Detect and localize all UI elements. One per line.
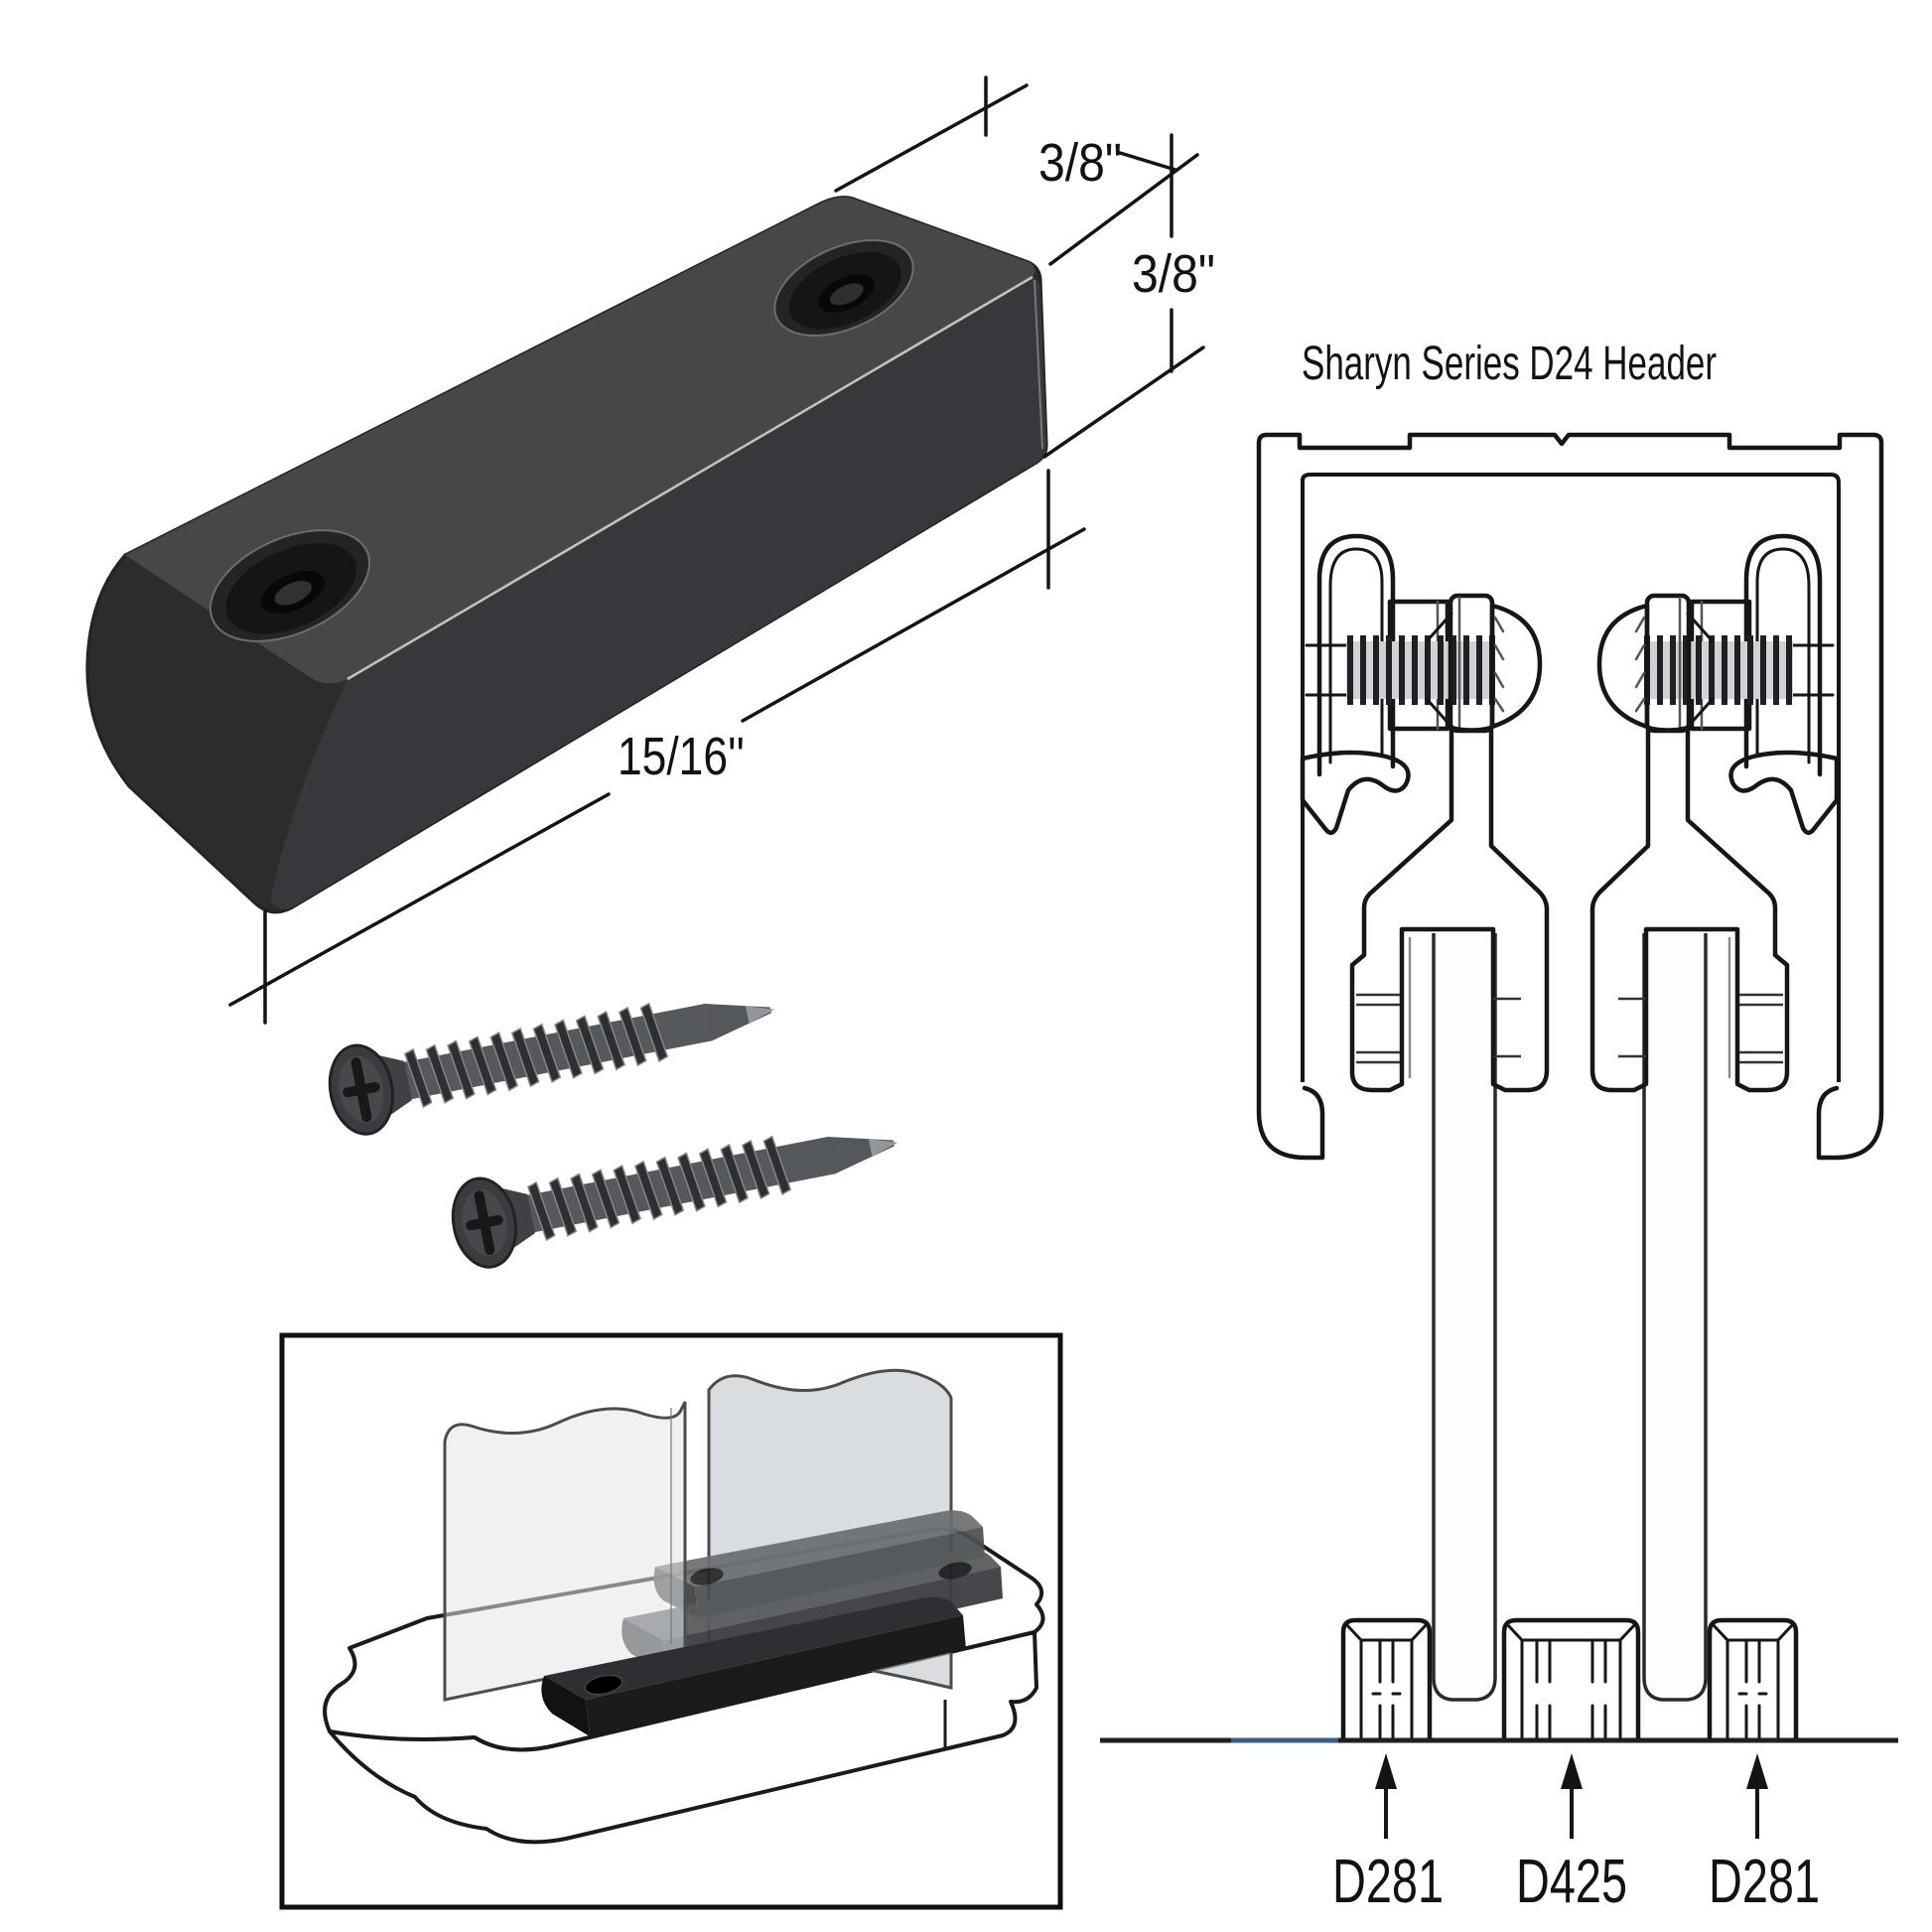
dim-line-length: [228, 527, 1086, 1007]
dimension-annotations: 3/8" 3/8" 15/16'': [228, 75, 1215, 1025]
dim-label-end-height: 3/8": [1132, 244, 1215, 304]
pointer-arrow-icon: [1373, 1751, 1399, 1841]
dim-ext-line: [1042, 345, 1205, 459]
floor-guide-right: [1710, 1620, 1796, 1740]
dim-line-segment: [1118, 151, 1177, 172]
header-shell-inner-line: [1301, 473, 1841, 1082]
guide-bar-front: [541, 1596, 966, 1736]
screw-2: [446, 1099, 906, 1273]
header-shell-outer: [1256, 432, 1884, 1161]
part-label-d281-left: D281: [1332, 1848, 1444, 1916]
part-label-d425: D425: [1516, 1848, 1627, 1916]
dim-label-top-width: 3/8": [1038, 133, 1122, 193]
block-end-edge: [1034, 279, 1043, 450]
block-edge-highlight: [346, 275, 1034, 681]
shelf-front: [328, 1630, 1038, 1845]
mounting-screws: [323, 966, 906, 1273]
product-photo-block: [85, 196, 1048, 914]
part-label-d281-right: D281: [1709, 1848, 1820, 1916]
block-front-face: [270, 277, 1047, 909]
pointer-arrow-icon: [1559, 1751, 1585, 1841]
dim-label-length: 15/16'': [618, 727, 745, 786]
countersunk-hole-right: [773, 238, 914, 338]
floor-guide-left: [1343, 1620, 1430, 1740]
installation-inset: [279, 1332, 1063, 1910]
pointer-arrow-icon: [1744, 1751, 1770, 1841]
diagram-title: Sharyn Series D24 Header: [1302, 338, 1717, 390]
dim-line-top-width: [834, 83, 1029, 193]
dim-ext-line: [1048, 153, 1199, 266]
header-cross-section: Sharyn Series D24 Header D281 D425 D281: [1100, 338, 1898, 1916]
glass-panel-left: [443, 1401, 687, 1702]
floor-guide-center: [1501, 1617, 1641, 1743]
countersunk-hole-left: [208, 529, 371, 642]
screw-1: [323, 966, 783, 1140]
